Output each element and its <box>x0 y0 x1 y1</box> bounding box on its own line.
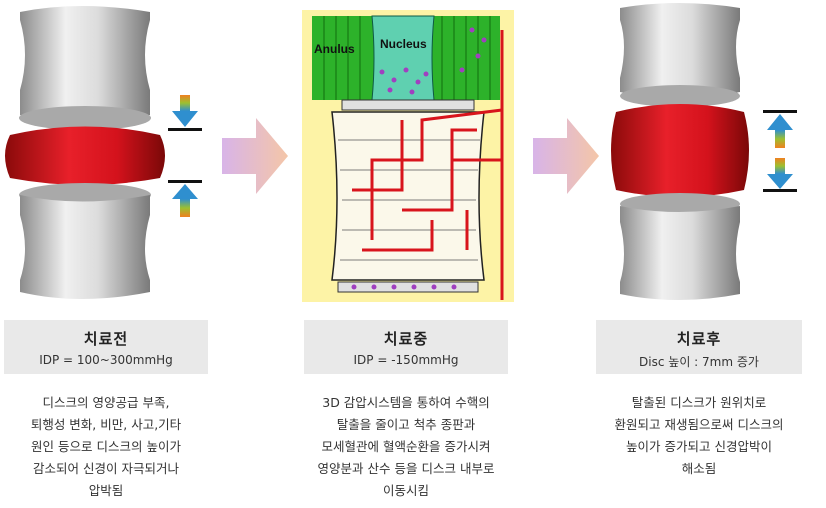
compress-arrow-down-icon <box>168 95 202 131</box>
description-line: 높이가 증가되고 신경압박이 <box>626 439 772 454</box>
spine-after-illustration <box>611 3 797 300</box>
panel-subtitle: Disc 높이 : 7mm 증가 <box>639 355 759 369</box>
description-line: 모세혈관에 혈액순환을 증가시켜 <box>321 439 491 454</box>
compress-arrow-up-icon <box>168 180 202 217</box>
description-line: 압박됨 <box>88 483 124 498</box>
arrow-right-icon <box>533 118 599 194</box>
description-during: 3D 감압시스템을 통하여 수핵의 탈출을 줄이고 척추 종판과 모세혈관에 혈… <box>296 392 516 502</box>
description-after: 탈출된 디스크가 원위치로 환원되고 재생됨으로써 디스크의 높이가 증가되고 … <box>592 392 806 480</box>
description-line: 영양분과 산수 등을 디스크 내부로 <box>317 461 495 476</box>
label-box-before: 치료전 IDP = 100~300mmHg <box>4 320 208 374</box>
description-line: 탈출을 줄이고 척추 종판과 <box>336 417 476 432</box>
expand-arrow-up-icon <box>763 110 797 148</box>
panel-title: 치료중 <box>383 330 429 348</box>
label-box-after: 치료후 Disc 높이 : 7mm 증가 <box>596 320 802 374</box>
label-box-during: 치료중 IDP = -150mmHg <box>304 320 508 374</box>
description-line: 해소됨 <box>681 461 717 476</box>
disc-decompression-diagram: Anulus Nucleus <box>302 10 514 302</box>
description-line: 디스크의 영양공급 부족, <box>42 395 170 410</box>
expand-arrow-down-icon <box>763 158 797 192</box>
description-line: 환원되고 재생됨으로써 디스크의 <box>614 417 784 432</box>
arrow-right-icon <box>222 118 288 194</box>
panel-title: 치료후 <box>676 330 722 348</box>
description-line: 감소되어 신경이 자극되거나 <box>33 461 179 476</box>
nucleus-label: Nucleus <box>380 37 427 51</box>
description-before: 디스크의 영양공급 부족, 퇴행성 변화, 비만, 사고,기타 원인 등으로 디… <box>0 392 212 502</box>
description-line: 이동시킴 <box>382 483 429 498</box>
description-line: 퇴행성 변화, 비만, 사고,기타 <box>30 417 182 432</box>
panel-subtitle: IDP = 100~300mmHg <box>39 353 173 367</box>
panel-title: 치료전 <box>83 330 129 348</box>
description-line: 탈출된 디스크가 원위치로 <box>631 395 767 410</box>
spine-before-illustration <box>5 6 202 299</box>
anulus-label: Anulus <box>314 42 355 56</box>
description-line: 3D 감압시스템을 통하여 수핵의 <box>322 395 490 410</box>
panel-subtitle: IDP = -150mmHg <box>353 353 459 367</box>
description-line: 원인 등으로 디스크의 높이가 <box>31 439 181 454</box>
